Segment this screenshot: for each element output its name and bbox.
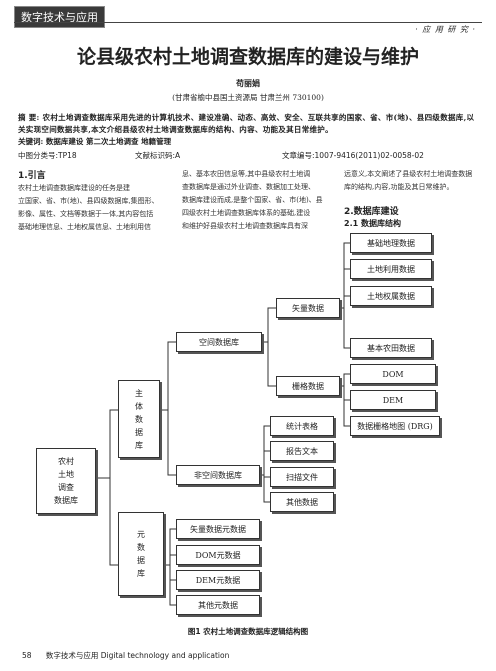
main-db-label-char: 主	[135, 388, 143, 398]
abstract-label: 摘 要:	[18, 113, 40, 122]
nonspatial-db-box: 非空间数据库	[176, 465, 260, 485]
text-line: 和维护好县级农村土地调查数据库具有深	[182, 222, 308, 230]
main-db-box: 主 体 数 据 库	[118, 380, 160, 458]
text-line: 立国家、省、市(地)、县四级数据库,集图形、	[18, 197, 159, 205]
body-column-2: 息、基本农田信息等,其中县级农村土地调 查数据库是通过外业调查、数据加工处理、 …	[182, 168, 334, 233]
vector-data-box: 矢量数据	[276, 298, 340, 318]
raster-data-box: 栅格数据	[276, 376, 340, 396]
nonspatial-item-scans: 扫描文件	[270, 467, 334, 487]
root-db-label-line: 农村	[58, 457, 74, 466]
text-line: 四级农村土地调查数据库体系的基础,建设	[182, 209, 311, 217]
header-rule	[14, 22, 482, 23]
nonspatial-item-other: 其他数据	[270, 492, 334, 512]
text-line: 远意义,本文阐述了县级农村土地调查数据	[344, 170, 473, 178]
page-number: 58	[22, 651, 32, 660]
nonspatial-item-reports: 报告文本	[270, 441, 334, 461]
main-db-label-char: 库	[135, 440, 143, 450]
vector-item-farmland: 基本农田数据	[350, 338, 432, 358]
meta-item-dom: DOM元数据	[176, 545, 260, 565]
column-label: · 应 用 研 究 ·	[415, 25, 476, 34]
page-footer: 58 数字技术与应用 Digital technology and applic…	[22, 650, 229, 661]
meta-db-label-char: 元	[137, 530, 145, 539]
vector-item-land-use: 土地利用数据	[350, 259, 432, 279]
section-heading-intro: 1.引言	[18, 171, 46, 181]
article-author: 苟丽娟	[236, 78, 260, 88]
abstract: 摘 要: 农村土地调查数据库采用先进的计算机技术、建设准确、动态、高效、安全、互…	[18, 112, 478, 136]
meta-db-label-char: 数	[137, 543, 145, 552]
meta-item-dem: DEM元数据	[176, 570, 260, 590]
keywords-text: 数据库建设 第二次土地调查 地籍管理	[45, 137, 172, 146]
keywords: 关键词: 数据库建设 第二次土地调查 地籍管理	[18, 136, 171, 147]
vector-item-land-ownership: 土地权属数据	[350, 286, 432, 306]
root-db-label-line: 数据库	[54, 496, 78, 505]
meta-db-label-char: 库	[137, 569, 145, 578]
journal-name: 数字技术与应用 Digital technology and applicati…	[45, 651, 230, 660]
abstract-text: 农村土地调查数据库采用先进的计算机技术、建设准确、动态、高效、安全、互联共享的国…	[18, 113, 475, 134]
raster-item-dom: DOM	[350, 364, 436, 384]
meta-db-box: 元 数 据 库	[118, 512, 164, 596]
article-number: 文章编号:1007-9416(2011)02-0058-02	[282, 151, 424, 160]
text-line: 影像、属性、文档等数据于一体,其内容包括	[18, 210, 154, 218]
section-heading-db-structure: 2.1 数据库结构	[344, 219, 401, 228]
nonspatial-item-tables: 统计表格	[270, 416, 334, 436]
text-line: 数据库建设而成,是整个国家、省、市(地)、县	[182, 196, 323, 204]
text-line: 库的结构,内容,功能及其日常维护。	[344, 183, 454, 191]
body-column-1: 农村土地调查数据库建设的任务是建 立国家、省、市(地)、县四级数据库,集图形、 …	[18, 182, 170, 234]
body-column-3: 远意义,本文阐述了县级农村土地调查数据 库的结构,内容,功能及其日常维护。	[344, 168, 484, 194]
main-db-label-char: 体	[135, 401, 143, 411]
root-db-label-line: 土地	[58, 470, 74, 479]
meta-item-vector: 矢量数据元数据	[176, 519, 260, 539]
figure-caption: 图1 农村土地调查数据库逻辑结构图	[187, 627, 309, 636]
raster-item-dem: DEM	[350, 390, 436, 410]
keywords-label: 关键词:	[18, 137, 44, 146]
spatial-db-box: 空间数据库	[176, 332, 262, 352]
meta-item-other: 其他元数据	[176, 595, 260, 615]
text-line: 农村土地调查数据库建设的任务是建	[18, 184, 130, 192]
raster-item-drg: 数据栅格地图 (DRG)	[350, 416, 440, 436]
clc-number: 中图分类号:TP18	[18, 151, 77, 160]
section-heading-db-build: 2.数据库建设	[344, 207, 399, 217]
meta-db-label-char: 据	[137, 556, 145, 565]
main-db-label-char: 据	[135, 427, 143, 437]
vector-item-basic-geo: 基础地理数据	[350, 233, 432, 253]
text-line: 息、基本农田信息等,其中县级农村土地调	[182, 170, 311, 178]
text-line: 查数据库是通过外业调查、数据加工处理、	[182, 183, 315, 191]
root-db-box: 农村 土地 调查 数据库	[36, 448, 96, 514]
text-line: 基础地理信息、土地权属信息、土地利用信	[18, 223, 151, 231]
main-db-label-char: 数	[135, 414, 143, 424]
document-code: 文献标识码:A	[135, 151, 181, 160]
root-db-label-line: 调查	[58, 483, 74, 492]
author-affiliation: (甘肃省榆中县国土资源局 甘肃兰州 730100)	[172, 93, 324, 102]
article-title: 论县级农村土地调查数据库的建设与维护	[76, 46, 419, 68]
